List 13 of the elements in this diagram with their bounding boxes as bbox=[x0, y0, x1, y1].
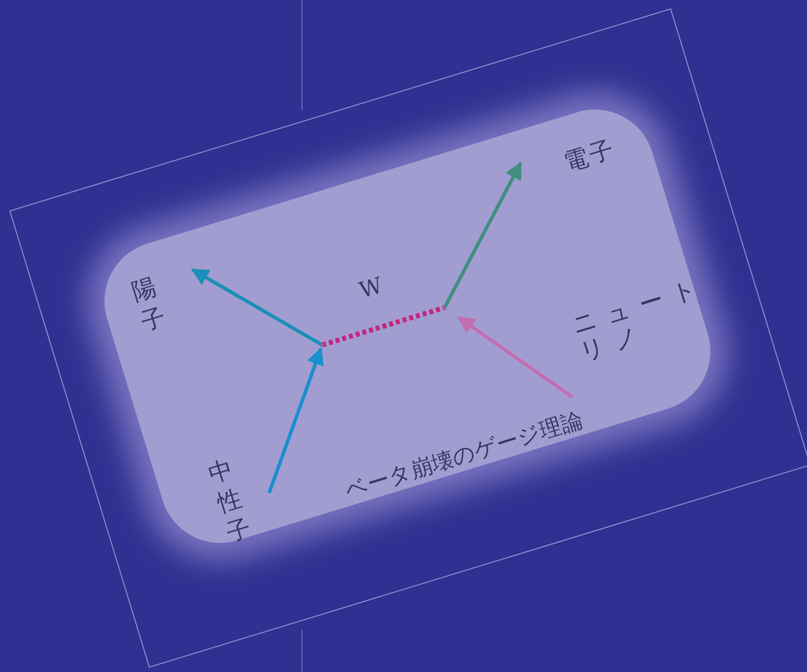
particle-label: ニュートリノ bbox=[568, 272, 719, 366]
arrow bbox=[190, 268, 324, 346]
arrow bbox=[268, 347, 324, 494]
dashed-line bbox=[321, 305, 446, 348]
arrow bbox=[443, 161, 522, 308]
particle-label: 陽子 bbox=[128, 270, 176, 338]
particle-label: 中性子 bbox=[204, 452, 261, 550]
particle-label: 電子 bbox=[560, 133, 626, 178]
arrow bbox=[457, 316, 574, 399]
caption-text: ベータ崩壊のゲージ理論 bbox=[342, 406, 587, 506]
edge-label: W bbox=[356, 273, 386, 304]
vertex-point bbox=[320, 342, 325, 348]
vertex-point bbox=[442, 305, 448, 310]
